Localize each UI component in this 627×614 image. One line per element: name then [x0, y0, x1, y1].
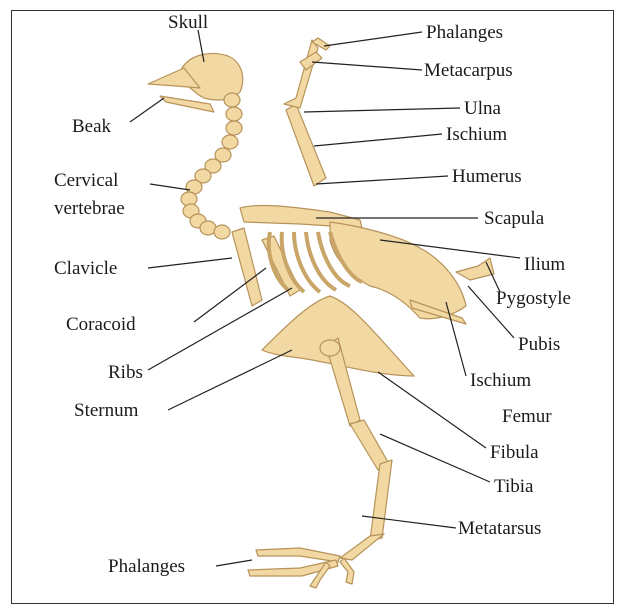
- label-femur: Femur: [502, 406, 552, 427]
- ulna: [284, 40, 318, 108]
- label-humerus: Humerus: [452, 166, 522, 187]
- leader-cervical: [150, 184, 190, 190]
- tibia-lower: [370, 460, 392, 540]
- label-coracoid: Coracoid: [66, 314, 136, 335]
- leader-ischium-wing: [314, 134, 442, 146]
- skeleton: [148, 38, 494, 588]
- leader-phalanges-foot: [216, 560, 252, 566]
- label-sternum: Sternum: [74, 400, 138, 421]
- metatarsus: [340, 534, 384, 560]
- leader-ischium-pelvis: [446, 302, 466, 376]
- cervical-vertebrae: [181, 93, 242, 239]
- leader-ulna: [304, 108, 460, 112]
- label-scapula: Scapula: [484, 208, 544, 229]
- label-ilium: Ilium: [524, 254, 565, 275]
- tibia: [350, 420, 388, 470]
- foot-phalanges: [248, 548, 354, 588]
- leader-humerus: [316, 176, 448, 184]
- label-clavicle: Clavicle: [54, 258, 117, 279]
- label-tibia: Tibia: [494, 476, 533, 497]
- leader-clavicle: [148, 258, 232, 268]
- label-ischium-wing: Ischium: [446, 124, 507, 145]
- leader-tibia: [380, 434, 490, 482]
- leader-sternum: [168, 350, 292, 410]
- label-metacarpus: Metacarpus: [424, 60, 513, 81]
- label-pubis: Pubis: [518, 334, 560, 355]
- label-metatarsus: Metatarsus: [458, 518, 541, 539]
- leader-ribs: [148, 288, 292, 370]
- label-pygostyle: Pygostyle: [496, 288, 571, 309]
- clavicle: [232, 228, 262, 306]
- label-phalanges-foot: Phalanges: [108, 556, 185, 577]
- label-fibula: Fibula: [490, 442, 539, 463]
- label-cervical-vertebrae-line1: Cervical: [54, 170, 118, 191]
- pygostyle: [456, 258, 494, 280]
- label-beak: Beak: [72, 116, 111, 137]
- label-ribs: Ribs: [108, 362, 143, 383]
- leader-metacarpus: [312, 62, 422, 70]
- leader-beak: [130, 98, 164, 122]
- label-ulna: Ulna: [464, 98, 501, 119]
- leader-phalanges-wing: [324, 32, 422, 46]
- label-skull: Skull: [168, 12, 208, 33]
- label-ischium-pelvis: Ischium: [470, 370, 531, 391]
- label-cervical-vertebrae-line2: vertebrae: [54, 198, 125, 219]
- label-phalanges-wing: Phalanges: [426, 22, 503, 43]
